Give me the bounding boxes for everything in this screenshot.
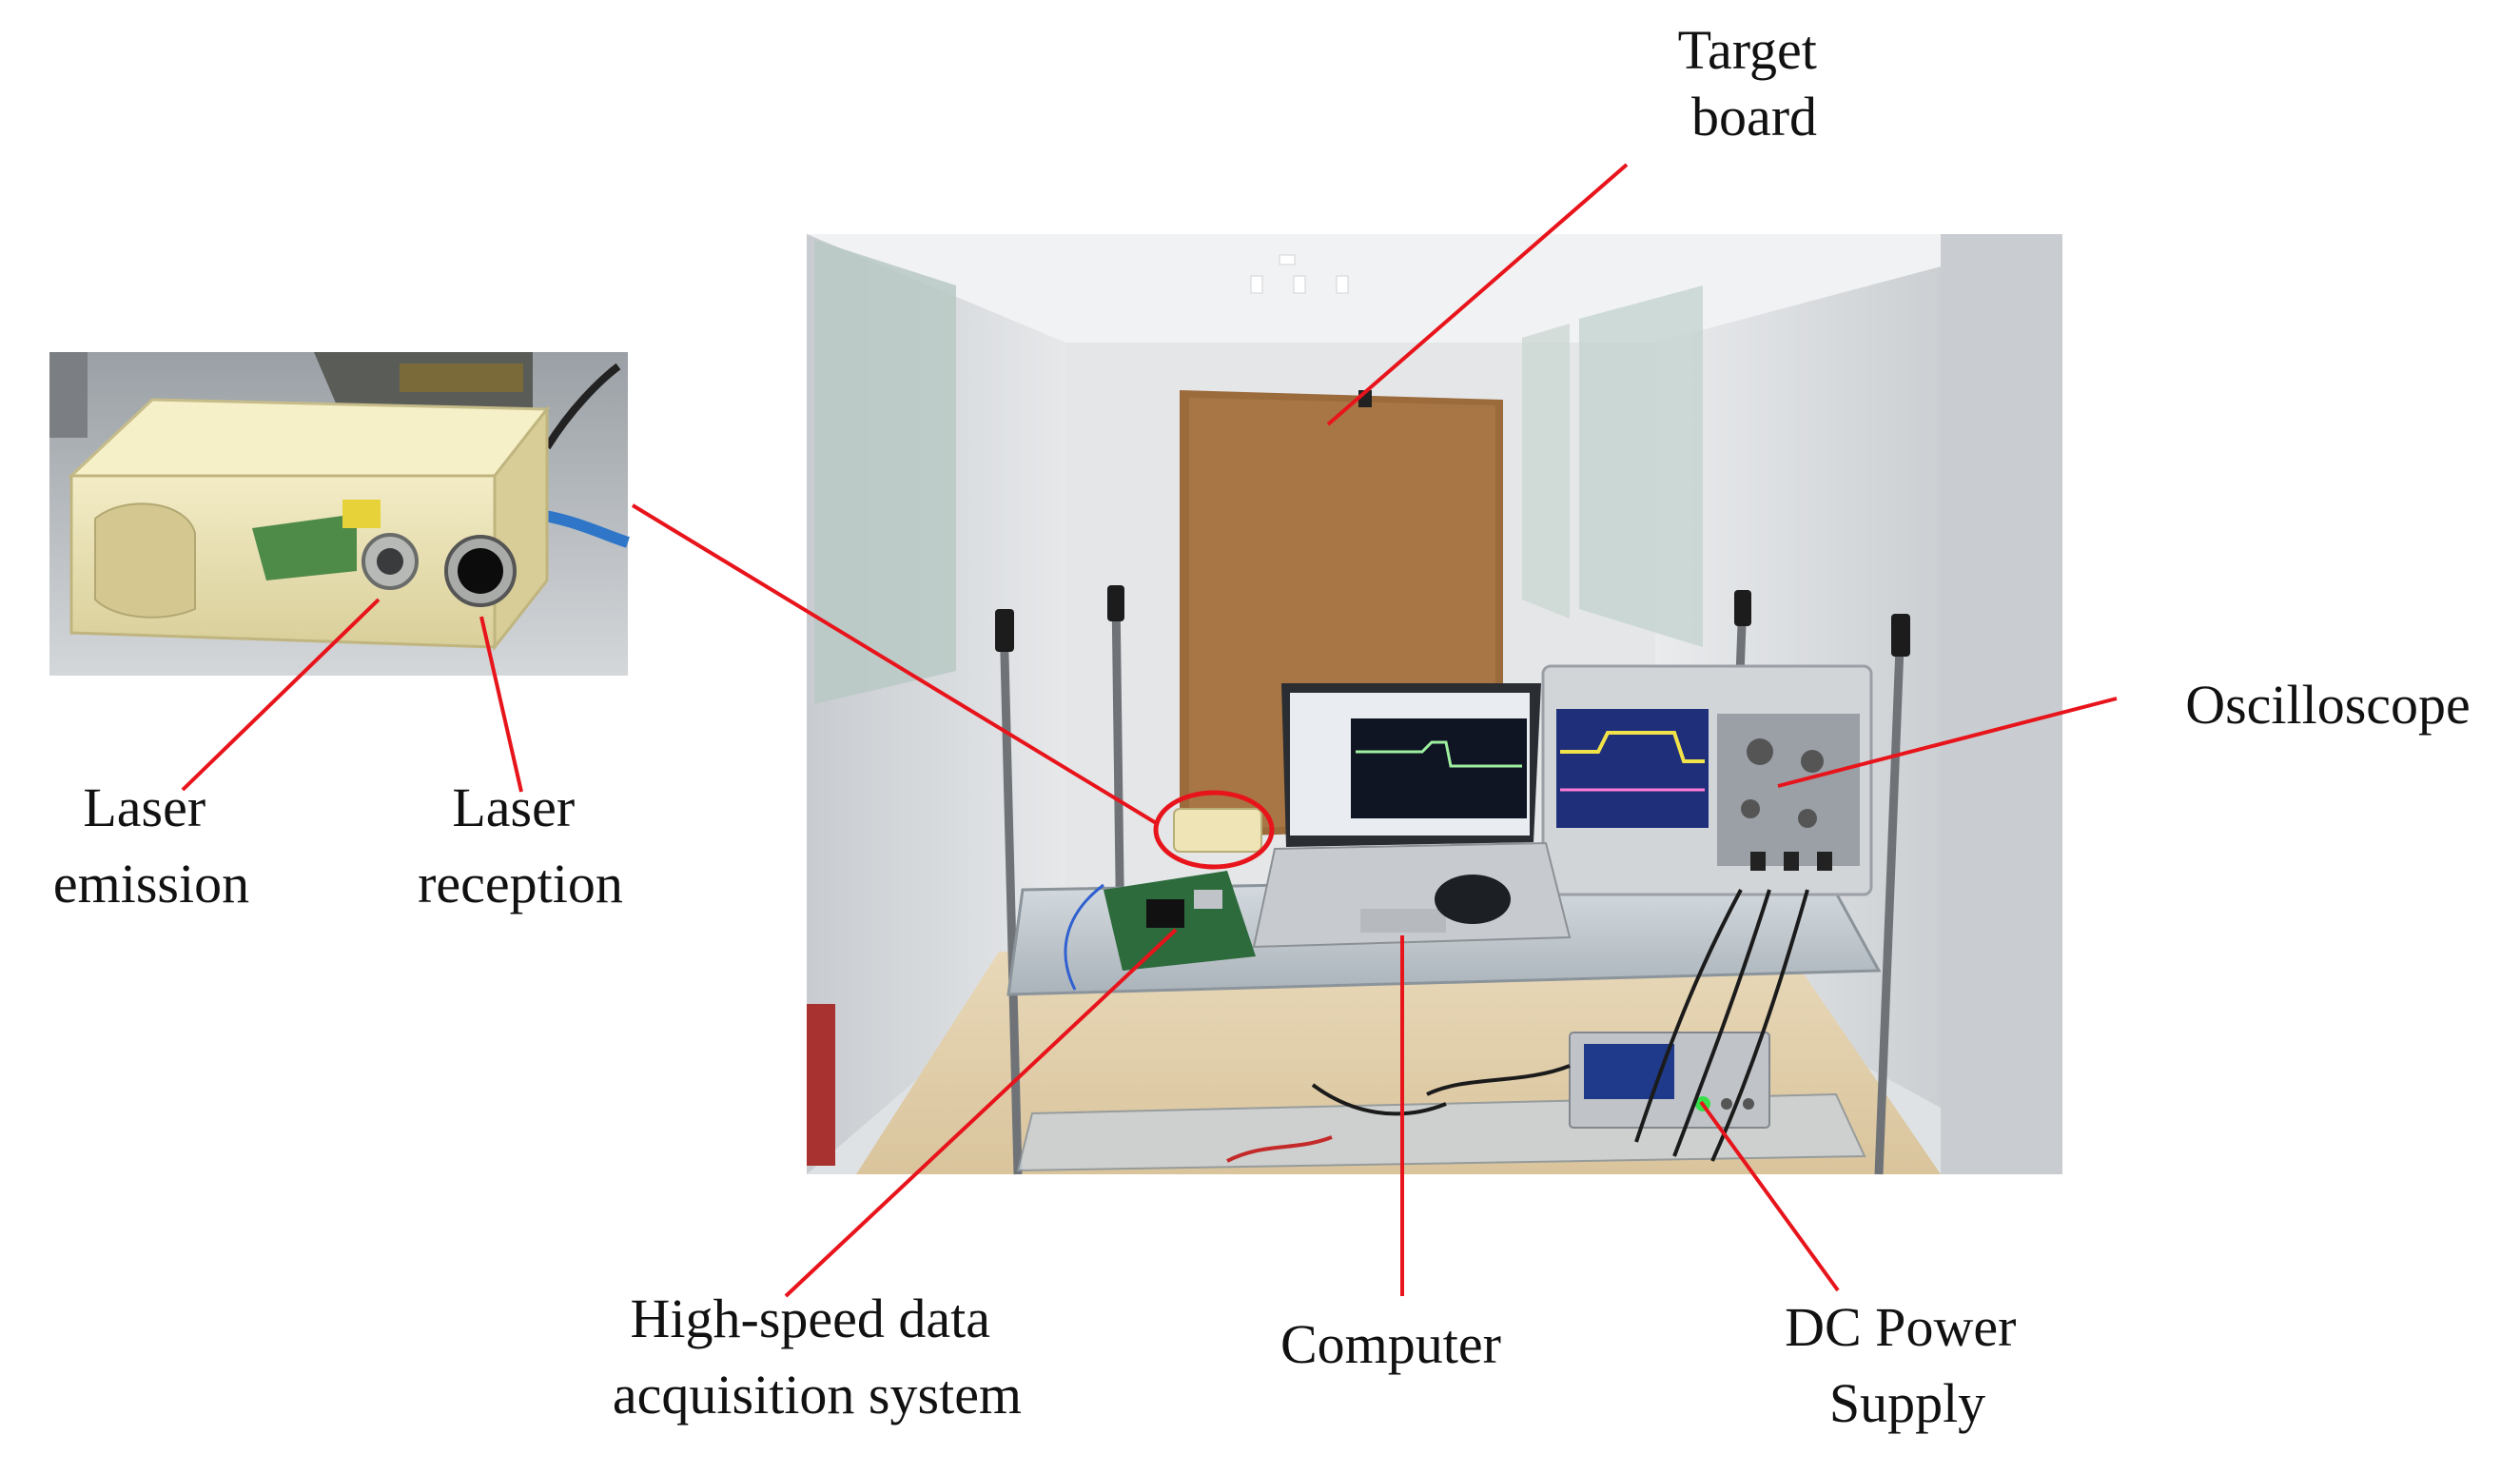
label-computer: Computer <box>1280 1313 1501 1375</box>
lidar-module-top <box>68 398 551 478</box>
callout-lines <box>181 163 2118 1298</box>
callout-line-oscilloscope <box>1777 697 2118 788</box>
cables <box>1311 889 1809 1162</box>
mouse-photo <box>1435 875 1511 924</box>
glass-board-left <box>814 240 956 704</box>
ceiling <box>807 234 2062 343</box>
computer-photo <box>1252 683 1572 949</box>
lidar-module-photo <box>1173 808 1262 853</box>
inset-photo <box>49 352 630 676</box>
callout-line-target-board <box>1326 163 1629 426</box>
label-dc-power: DC Power Supply <box>1785 1296 2030 1434</box>
highlight-circle <box>1153 790 1275 870</box>
label-target-board: Target board <box>1678 19 1831 148</box>
dc-power-supply-photo <box>1569 1032 1770 1129</box>
label-laser-emission: Laser emission <box>53 777 249 914</box>
label-oscilloscope: Oscilloscope <box>2185 674 2471 736</box>
callout-line-daq <box>784 928 1178 1298</box>
glass-board-right-a <box>1579 285 1703 647</box>
label-daq: High-speed data acquisition system <box>613 1288 1022 1426</box>
callout-line-laser-reception <box>479 616 523 793</box>
oscilloscope-photo <box>1541 664 1873 896</box>
callout-line-laser-module <box>631 503 1160 826</box>
main-photo <box>807 234 2062 1175</box>
label-laser-reception: Laser reception <box>418 777 623 914</box>
callout-line-laser-emission <box>181 598 381 792</box>
daq-photo <box>1104 871 1256 971</box>
callout-line-dc-power <box>1699 1100 1840 1292</box>
